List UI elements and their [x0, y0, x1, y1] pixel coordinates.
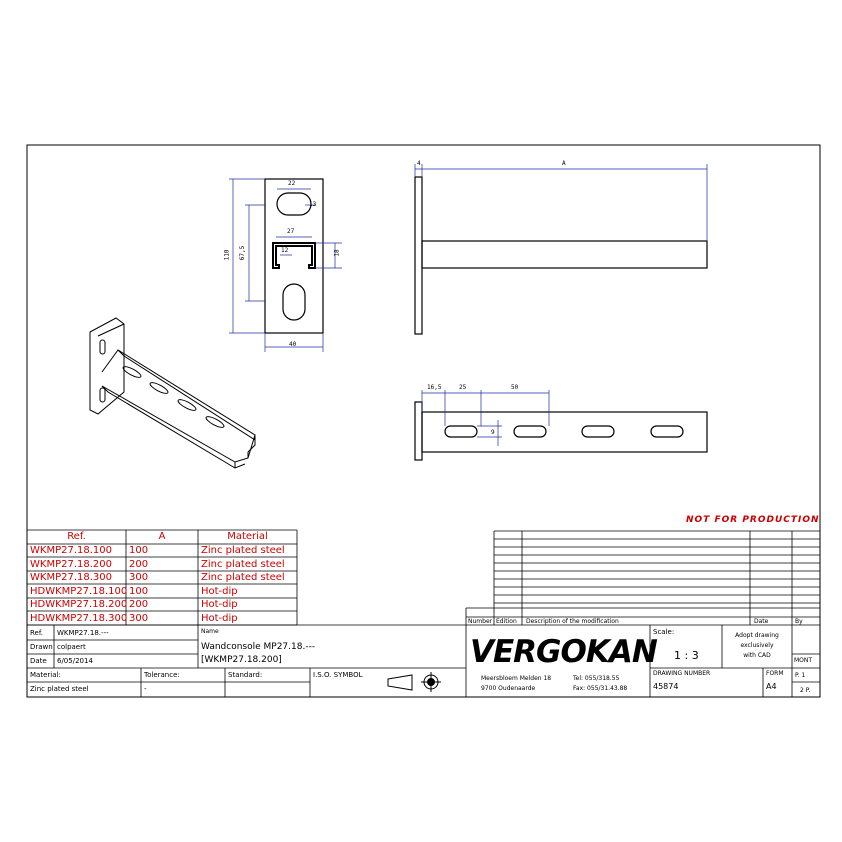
drawing-number-label: DRAWING NUMBER	[653, 670, 711, 677]
dim-channel-width: 27	[287, 228, 295, 235]
name-line-2: [WKMP27.18.200]	[201, 655, 282, 665]
dim-first-slot: 16,5	[427, 384, 442, 391]
material-label: Material:	[30, 671, 61, 679]
projection-symbol-icon	[387, 672, 441, 692]
standard-label: Standard:	[228, 671, 263, 679]
telephone: Tel: 055/318.55	[573, 675, 620, 682]
drawn-label: Drawn	[30, 643, 53, 651]
dim-thickness: 4	[417, 160, 421, 167]
scale-label: Scale:	[653, 628, 675, 636]
fax: Fax: 055/31.43.88	[573, 685, 628, 692]
dim-second-slot: 25	[459, 384, 467, 391]
dim-total-height: 110	[223, 249, 231, 261]
ref-label: Ref.	[30, 629, 44, 637]
sheet-border	[26, 144, 821, 698]
plan-view	[414, 390, 708, 461]
dim-top-width: 22	[288, 180, 296, 187]
revision-number-label: Number	[468, 618, 493, 625]
a-header: A	[158, 531, 166, 542]
table-cell: Hot-dip	[201, 586, 238, 597]
page-count: 2 P.	[800, 687, 811, 694]
dim-channel-height: 18	[333, 249, 341, 257]
material-header: Material	[227, 531, 268, 542]
not-for-production-stamp: NOT FOR PRODUCTION	[686, 515, 820, 525]
table-cell: HDWKMP27.18.300	[30, 613, 128, 624]
iso-symbol-label: I.S.O. SYMBOL	[313, 671, 363, 679]
page-number: P. 1	[795, 672, 806, 679]
table-cell: WKMP27.18.100	[30, 545, 112, 556]
dim-offset: 67,5	[239, 245, 247, 261]
revision-description-label: Description of the modification	[526, 618, 619, 625]
address-line-1: Meersbloem Melden 18	[481, 675, 552, 682]
adopt-note-line-3: with CAD	[743, 652, 771, 659]
table-cell: WKMP27.18.300	[30, 572, 112, 583]
table-cell: Zinc plated steel	[201, 572, 285, 583]
table-cell: Hot-dip	[201, 613, 238, 624]
vergokan-logo: VERGOKAN	[470, 634, 658, 670]
mont-label: MONT	[794, 657, 813, 664]
side-view	[414, 164, 708, 335]
drawing-number: 45874	[653, 682, 679, 691]
table-cell: 200	[129, 559, 149, 570]
front-view	[229, 178, 342, 352]
address-line-2: 9700 Oudenaarde	[481, 685, 536, 692]
table-cell: Zinc plated steel	[201, 545, 285, 556]
revision-date-label: Date	[754, 618, 769, 625]
title-block-grid	[27, 624, 820, 697]
table-cell: Zinc plated steel	[201, 559, 285, 570]
table-cell: 200	[129, 599, 149, 610]
ref-value: WKMP27.18.---	[57, 629, 109, 637]
revision-grid	[465, 530, 820, 697]
dim-slot-width: 9	[491, 429, 495, 436]
adopt-note-line-1: Adopt drawing	[735, 632, 779, 639]
form-value: A4	[766, 682, 777, 691]
table-cell: 100	[129, 545, 149, 556]
dim-pitch: 50	[511, 384, 519, 391]
drawn-value: colpaert	[57, 643, 86, 651]
scale-value: 1 : 3	[674, 649, 699, 662]
dim-bottom-width: 40	[289, 341, 297, 348]
table-cell: 300	[129, 613, 149, 624]
material-value: Zinc plated steel	[30, 685, 89, 693]
isometric-view	[89, 317, 256, 469]
table-cell: Hot-dip	[201, 599, 238, 610]
table-cell: HDWKMP27.18.100	[30, 586, 128, 597]
table-cell: WKMP27.18.200	[30, 559, 112, 570]
date-value: 6/05/2014	[57, 657, 93, 665]
ref-header: Ref.	[67, 531, 86, 542]
tolerance-value: -	[144, 685, 147, 693]
table-cell: 300	[129, 572, 149, 583]
dim-slot-height: 13	[309, 201, 317, 208]
name-line-1: Wandconsole MP27.18.---	[201, 642, 316, 652]
revision-edition-label: Edition	[496, 618, 517, 625]
dim-channel-inner: 12	[281, 247, 289, 254]
table-cell: HDWKMP27.18.200	[30, 599, 128, 610]
date-label: Date	[30, 657, 47, 665]
revision-by-label: By	[795, 618, 803, 625]
dim-length: A	[562, 160, 566, 167]
form-label: FORM	[766, 670, 784, 677]
table-cell: 100	[129, 586, 149, 597]
tolerance-label: Tolerance:	[144, 671, 180, 679]
adopt-note-line-2: exclusively	[740, 642, 774, 649]
name-label: Name	[201, 628, 219, 635]
